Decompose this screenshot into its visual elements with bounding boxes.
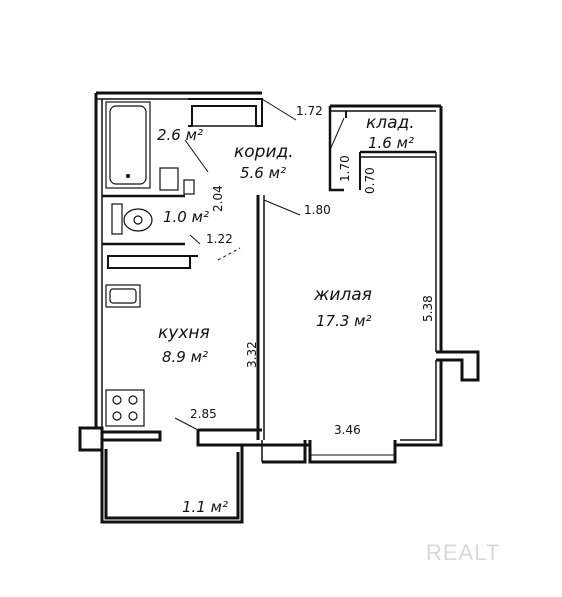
dim-bath-diag: 2.04 xyxy=(211,185,225,212)
dim-storage-left: 1.70 xyxy=(338,155,352,182)
kitchen-sink xyxy=(105,284,141,308)
storage-name: клад. xyxy=(366,113,415,133)
living-name: жилая xyxy=(313,285,372,305)
walls xyxy=(78,91,480,524)
toilet-fixture xyxy=(111,203,123,235)
fixtures xyxy=(105,101,195,427)
kitchen-name: кухня xyxy=(158,323,210,343)
balcony-area: 1.1 м² xyxy=(182,498,228,516)
stove xyxy=(105,389,145,427)
dim-living-width: 3.46 xyxy=(334,423,361,437)
dim-corridor-top: 1.72 xyxy=(296,104,323,118)
kitchen-area: 8.9 м² xyxy=(162,348,208,366)
dim-living-height: 5.38 xyxy=(421,295,435,322)
dim-corridor-bottom: 1.80 xyxy=(304,203,331,217)
dim-storage-wall: 0.70 xyxy=(363,167,377,194)
door-swings xyxy=(174,98,345,431)
living-area: 17.3 м² xyxy=(316,312,372,330)
dim-toilet-bottom: 1.22 xyxy=(206,232,233,246)
dim-kitchen-width: 2.85 xyxy=(190,407,217,421)
corridor-name: корид. xyxy=(234,142,294,162)
watermark: REALT xyxy=(426,540,500,565)
storage-area: 1.6 м² xyxy=(368,134,414,152)
corridor-area: 5.6 м² xyxy=(240,164,286,182)
bathtub xyxy=(105,101,151,189)
bathroom-area: 2.6 м² xyxy=(157,126,203,144)
dim-kitchen-height: 3.32 xyxy=(245,341,259,368)
toilet-area: 1.0 м² xyxy=(163,208,209,226)
